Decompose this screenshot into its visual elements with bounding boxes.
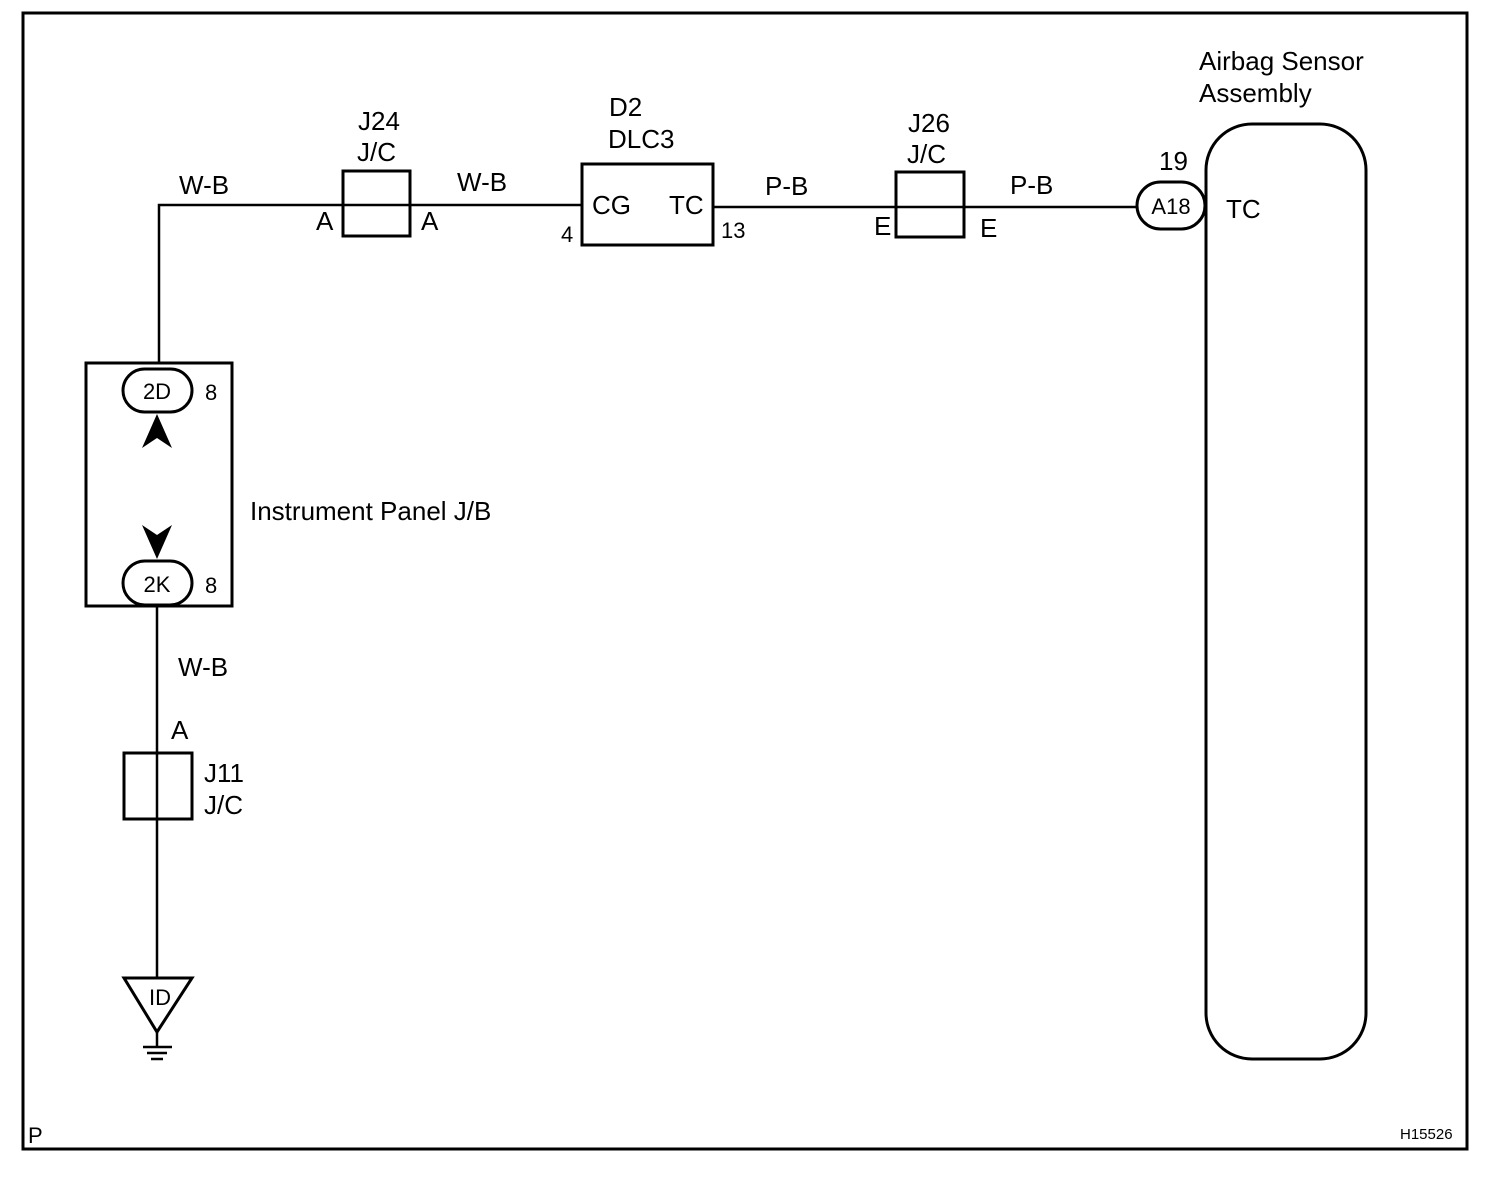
dlc3-pin-tc-number: 13 — [721, 218, 745, 243]
jb-connector-2d-pin: 8 — [205, 380, 217, 405]
airbag-name-line1: Airbag Sensor — [1199, 46, 1364, 76]
dlc3-pin-cg-label: CG — [592, 190, 631, 220]
jb-connector-2k-oval — [121, 559, 194, 607]
corner-label: P — [28, 1123, 43, 1148]
airbag-sensor-assembly: Airbag Sensor Assembly TC — [1199, 46, 1368, 1061]
j11-pin-top: A — [171, 715, 189, 745]
connector-d2-dlc3: D2 DLC3 CG TC 4 13 — [561, 92, 745, 247]
j26-type-label: J/C — [907, 139, 946, 169]
airbag-name-line2: Assembly — [1199, 78, 1312, 108]
j26-pin-right: E — [980, 213, 997, 243]
dlc3-pin-tc-label: TC — [669, 190, 704, 220]
dlc3-box — [580, 162, 715, 247]
junction-connector-j24: J24 J/C A A — [316, 106, 439, 238]
jb-connector-2d-label: 2D — [143, 379, 171, 404]
j26-id-label: J26 — [908, 108, 950, 138]
j26-box — [894, 170, 966, 239]
j11-type-label: J/C — [204, 790, 243, 820]
airbag-body — [1204, 122, 1368, 1061]
jb-connector-2k-label: 2K — [144, 572, 171, 597]
ground-triangle — [121, 976, 195, 1035]
a18-pin-number: 19 — [1159, 146, 1188, 176]
j24-box — [341, 169, 412, 238]
junction-connector-j11: A J11 J/C — [122, 715, 244, 821]
dlc3-name-label: DLC3 — [608, 124, 674, 154]
j24-pin-left: A — [316, 206, 334, 236]
airbag-terminal-tc: TC — [1226, 194, 1261, 224]
wire-label-4: P-B — [1010, 170, 1053, 200]
ground-id-label: ID — [149, 985, 171, 1010]
j24-pin-right: A — [421, 206, 439, 236]
dlc3-id-label: D2 — [609, 92, 642, 122]
jb-connector-2d-oval — [121, 367, 194, 414]
j24-type-label: J/C — [357, 137, 396, 167]
ground-point-id: ID — [121, 976, 195, 1061]
jb-arrow-up-icon — [142, 414, 172, 448]
wire-label-1: W-B — [179, 170, 229, 200]
wire-label-5: W-B — [178, 652, 228, 682]
wire-jb-to-j24 — [157, 203, 343, 362]
junction-connector-j26: J26 J/C E E — [874, 108, 997, 243]
j26-pin-left: E — [874, 211, 891, 241]
jb-connector-2k-pin: 8 — [205, 573, 217, 598]
j24-id-label: J24 — [358, 106, 400, 136]
figure-code: H15526 — [1400, 1126, 1453, 1143]
jb-arrow-down-icon — [142, 525, 172, 559]
dlc3-pin-cg-number: 4 — [561, 222, 573, 247]
a18-id-label: A18 — [1151, 194, 1190, 219]
wire-label-2: W-B — [457, 167, 507, 197]
j11-id-label: J11 — [204, 758, 244, 788]
wire-label-3: P-B — [765, 171, 808, 201]
jb-name-label: Instrument Panel J/B — [250, 496, 491, 526]
instrument-panel-jb: 2D 8 2K 8 Instrument Panel J/B — [84, 361, 491, 608]
